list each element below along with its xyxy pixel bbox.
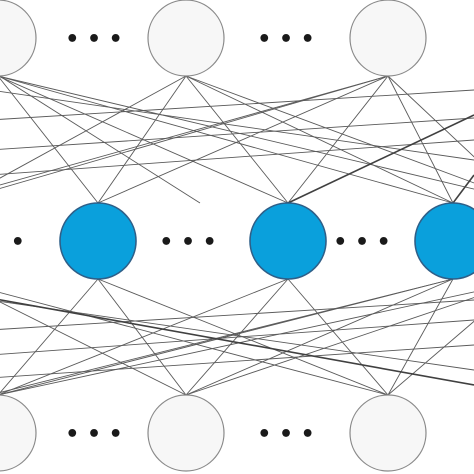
hidden-node-1 <box>59 202 137 280</box>
input-node-1 <box>0 0 37 77</box>
edge-upper-cross <box>0 139 474 175</box>
edge-mid-to-bottom <box>0 301 187 396</box>
ellipsis-markers: • • • • • • • • • • • • • • • • • • • • • <box>0 27 391 447</box>
edge-lower-bold <box>0 298 474 386</box>
edge-upper-cross <box>0 75 201 204</box>
edge-mid-to-bottom <box>97 278 187 396</box>
edge-mid-to-bottom <box>387 320 474 396</box>
ellipsis-bottom-2: • • • <box>257 422 315 447</box>
edge-mid-to-bottom <box>185 278 454 396</box>
edge-lower-cross <box>0 300 474 371</box>
connection-lines <box>0 75 474 396</box>
ellipsis-top-1: • • • <box>65 27 123 52</box>
output-node-2 <box>147 394 225 472</box>
edge-lower-cross <box>0 278 454 393</box>
ellipsis-mid-2: • • • <box>333 230 391 255</box>
edge-upper-bold <box>287 114 474 204</box>
input-node-3 <box>349 0 427 77</box>
edge-upper-cross <box>0 117 474 150</box>
edge-mid-to-bottom <box>0 292 389 396</box>
edge-top-to-mid <box>287 75 389 204</box>
edge-top-to-mid <box>0 76 474 190</box>
edge-mid-to-bottom <box>0 278 99 394</box>
hidden-node-2 <box>249 202 327 280</box>
edge-upper-cross <box>0 75 389 186</box>
edge-mid-to-bottom <box>0 278 289 395</box>
edge-lower-cross <box>0 319 474 355</box>
edge-top-to-mid <box>0 76 454 204</box>
edge-lower-cross <box>0 344 474 378</box>
edge-mid-to-bottom <box>185 297 474 396</box>
edge-top-to-mid <box>185 75 454 204</box>
edge-upper-cross <box>0 90 474 161</box>
edge-top-to-mid <box>387 75 474 158</box>
input-node-2 <box>147 0 225 77</box>
ellipsis-mid-1: • • • <box>159 230 217 255</box>
edge-top-to-mid <box>185 75 474 184</box>
output-node-1 <box>0 394 37 472</box>
edge-mid-to-bottom <box>387 278 454 396</box>
edge-upper-cross <box>0 89 474 120</box>
edge-top-to-mid <box>97 75 389 204</box>
edge-mid-to-bottom <box>287 278 389 396</box>
edge-top-to-mid <box>185 75 289 204</box>
edge-top-to-mid <box>0 75 389 189</box>
ellipsis-bottom-1: • • • <box>65 422 123 447</box>
hidden-node-3 <box>414 202 474 280</box>
ellipsis-mid-0: • • • <box>0 230 25 255</box>
edge-lower-cross <box>0 299 474 330</box>
edge-top-to-mid <box>0 75 187 179</box>
output-node-3 <box>349 394 427 472</box>
edge-upper-bold <box>452 174 474 204</box>
ellipsis-top-2: • • • <box>257 27 315 52</box>
edge-top-to-mid <box>0 77 99 204</box>
